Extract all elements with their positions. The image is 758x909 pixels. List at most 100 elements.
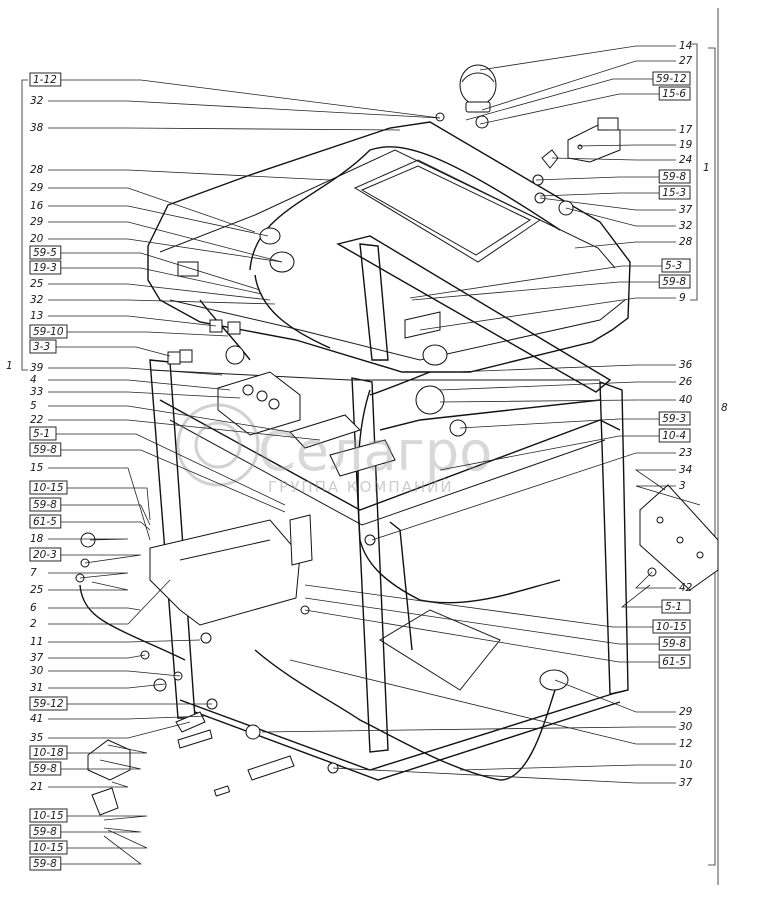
callout-label-right: 34: [679, 464, 692, 476]
callout-label-right: 30: [679, 721, 693, 733]
callout-label-right: 10-15: [656, 621, 687, 633]
leader-line: [48, 572, 129, 579]
leader-line: [459, 418, 660, 429]
callout-label-right: 59-12: [656, 73, 687, 85]
leader-line: [60, 827, 141, 833]
callout-box: [658, 185, 691, 200]
callout-box: [29, 260, 62, 275]
leader-line: [48, 299, 276, 305]
work-lamp-part-17: [567, 117, 621, 163]
leader-line: [48, 781, 129, 788]
callout-label-left: 7: [30, 567, 37, 579]
cover-box-part-2: [149, 519, 301, 626]
leader-line: [574, 241, 676, 249]
callout-label-left: 39: [30, 362, 44, 374]
callout-box: [661, 599, 691, 614]
callout-label-left: 32: [30, 294, 44, 306]
callout-label-left: 59-8: [33, 444, 57, 456]
callout-label-right: 19: [679, 139, 693, 151]
leader-line: [439, 381, 676, 391]
callout-label-left: 1-12: [33, 74, 57, 86]
leader-line: [304, 584, 653, 628]
callout-label-left: 15: [30, 462, 44, 474]
leader-line: [409, 265, 662, 299]
callout-box: [29, 745, 68, 760]
callout-label-left: 18: [30, 533, 44, 545]
callout-label-left: 6: [30, 602, 37, 614]
callout-label-left: 11: [30, 636, 43, 648]
callout-label-left: 59-10: [33, 326, 64, 338]
callout-label-left: 41: [30, 713, 43, 725]
leader-line: [48, 467, 151, 541]
callout-box: [29, 824, 62, 839]
callout-label-left: 13: [30, 310, 43, 322]
leader-line: [60, 267, 263, 295]
callout-label-right: 32: [679, 220, 693, 232]
callout-box: [29, 72, 62, 87]
leader-line: [60, 835, 142, 865]
callout-label-left: 20: [30, 233, 44, 245]
callout-label-left: 10-15: [33, 810, 64, 822]
watermark-brand: Селагро: [258, 420, 492, 483]
callout-label-right: 59-8: [662, 638, 686, 650]
leader-line: [60, 449, 286, 513]
watermark: Селагро ГРУППА КОМПАНИЙ: [176, 403, 492, 496]
callout-label-left: 29: [30, 182, 44, 194]
leader-line: [48, 315, 217, 327]
callout-label-right: 59-8: [662, 276, 686, 288]
callout-label-right: 36: [679, 359, 693, 371]
leader-line: [371, 452, 676, 541]
callout-label-right: 17: [679, 124, 693, 136]
callout-label-left: 10-15: [33, 842, 64, 854]
leader-line: [635, 571, 676, 589]
leader-line: [577, 144, 676, 147]
callout-box: [661, 258, 691, 273]
callout-label-right: 12: [679, 738, 693, 750]
callout-label-left: 59-8: [33, 826, 57, 838]
callout-label-right: 5-1: [665, 601, 682, 613]
callout-label-right: 42: [679, 582, 693, 594]
leader-line: [48, 419, 321, 441]
callout-label-right: 37: [679, 777, 693, 789]
callout-label-left: 21: [30, 781, 43, 793]
leader-line: [465, 78, 653, 121]
callout-label-right: 29: [679, 706, 693, 718]
callout-box: [652, 619, 691, 634]
leader-line: [48, 721, 191, 739]
leader-line: [439, 399, 676, 403]
callout-box: [658, 169, 691, 184]
callout-label-right: 9: [679, 292, 686, 304]
callout-label-left: 5: [30, 400, 37, 412]
socket-part-21: [87, 739, 131, 816]
leader-line: [48, 379, 231, 391]
leader-line: [48, 127, 401, 131]
leader-line: [439, 435, 660, 471]
callout-box: [29, 245, 62, 260]
callout-label-left: 28: [30, 164, 44, 176]
leader-line: [565, 207, 676, 227]
callout-label-left: 32: [30, 95, 44, 107]
callout-label-left: 25: [30, 584, 44, 596]
callout-label-left: 4: [30, 374, 37, 386]
leader-line: [535, 176, 660, 181]
leader-line: [48, 538, 129, 541]
callout-box: [29, 514, 62, 529]
leader-line: [419, 297, 676, 331]
leader-line: [48, 205, 269, 237]
leader-line: [539, 192, 660, 197]
callout-box: [29, 480, 68, 495]
leader-line: [60, 504, 151, 526]
leader-line: [48, 238, 283, 263]
leader-line: [620, 584, 662, 608]
leader-line: [481, 60, 676, 111]
callout-label-left: 59-8: [33, 499, 57, 511]
callout-box: [29, 761, 62, 776]
leader-line: [551, 157, 676, 161]
leader-line: [48, 670, 181, 677]
leader-line: [60, 79, 441, 119]
callout-label-right: 28: [679, 236, 693, 248]
leader-line: [48, 715, 207, 720]
callout-label-right: 59-8: [662, 171, 686, 183]
leader-line: [304, 597, 660, 645]
callout-box: [658, 428, 691, 443]
